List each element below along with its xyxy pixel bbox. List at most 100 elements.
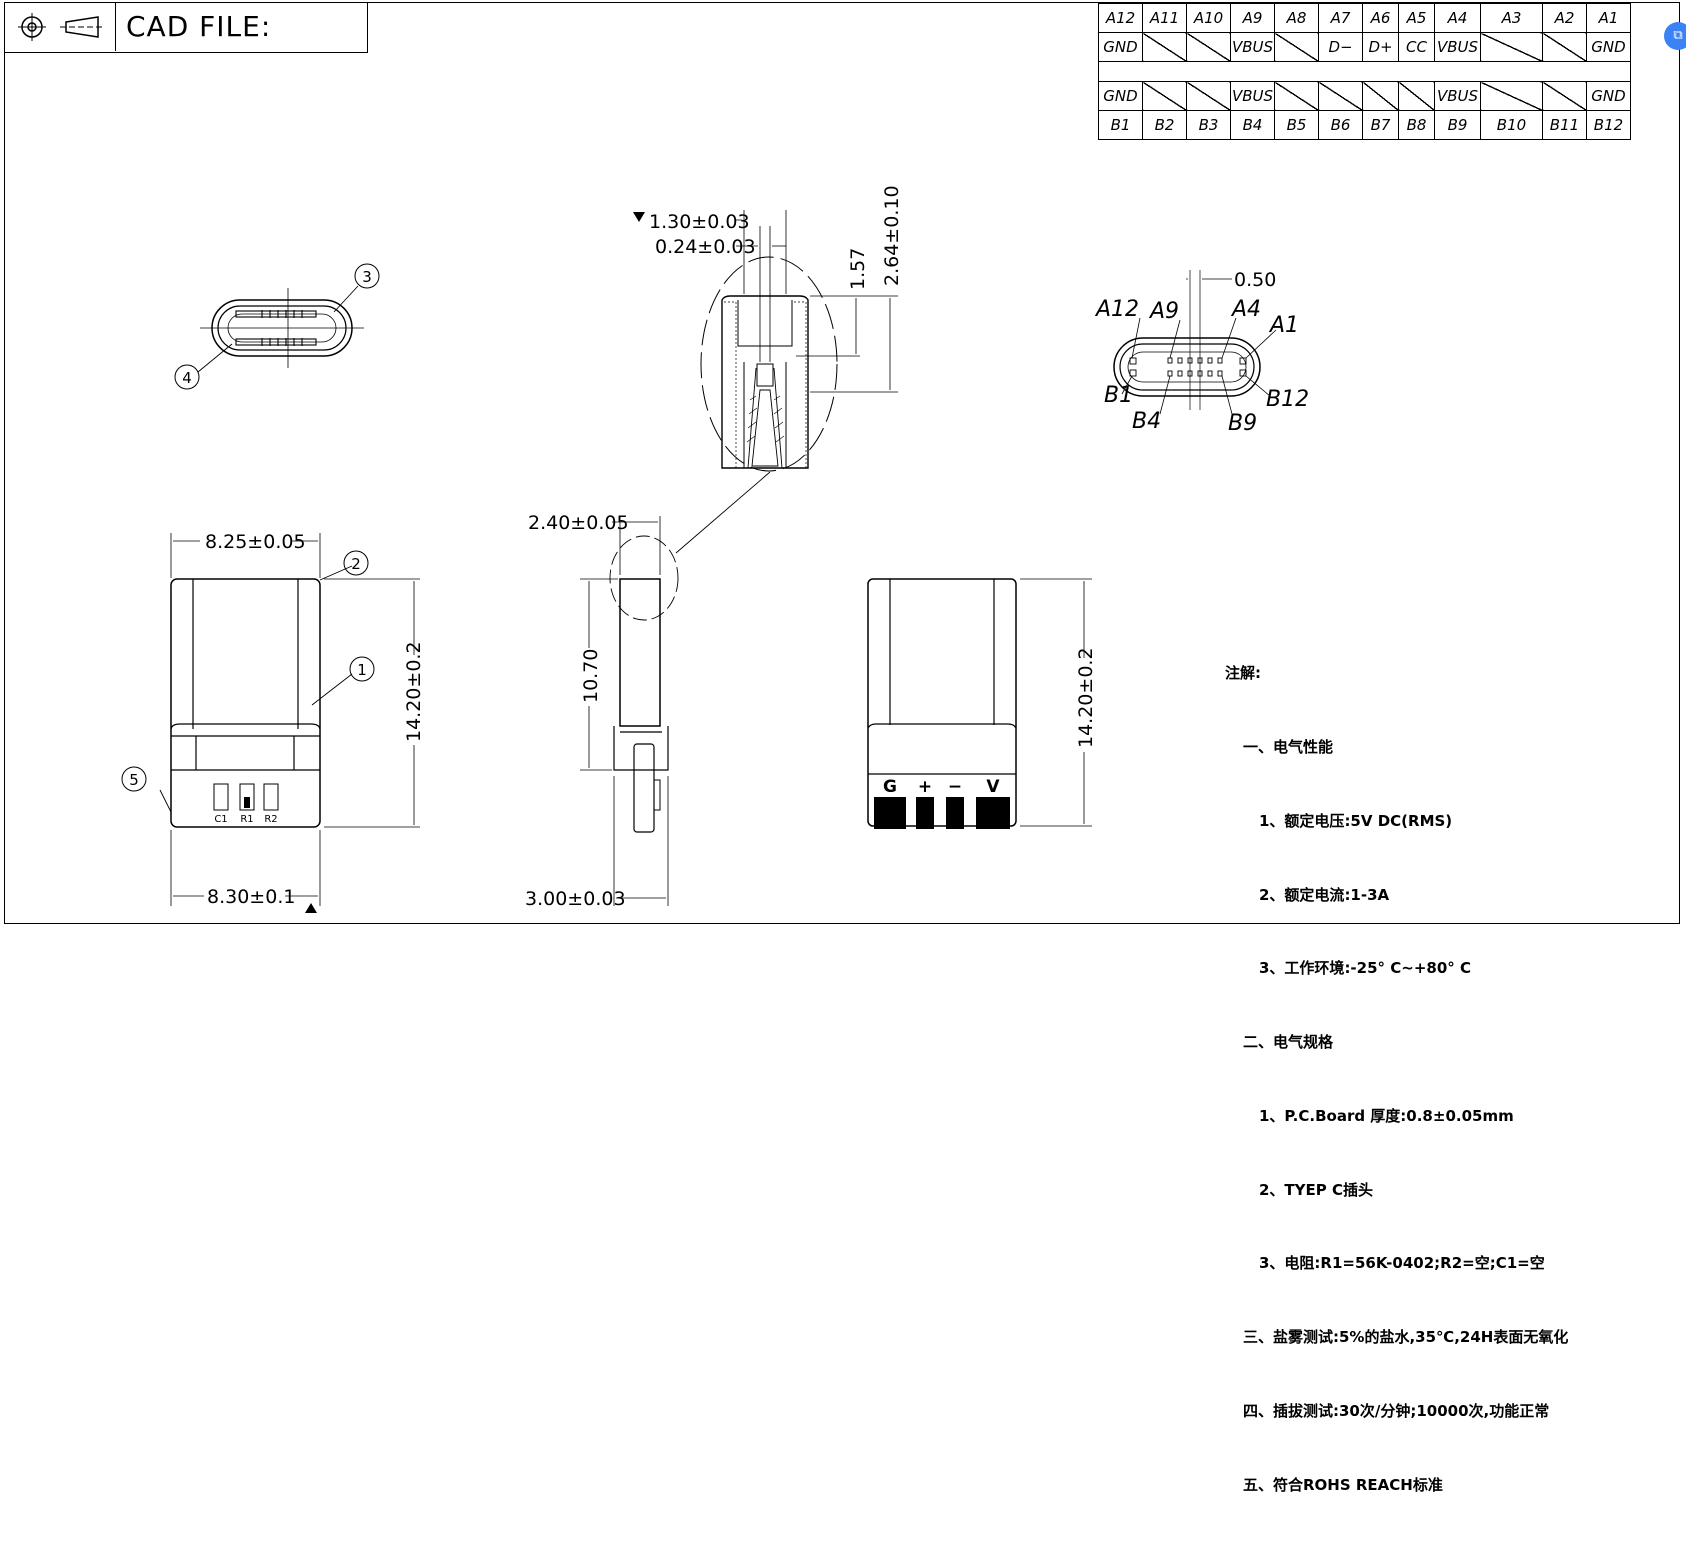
notes-section-1: 一、电气性能	[1243, 737, 1334, 756]
pad-label-v: V	[986, 777, 1000, 797]
drawing-border	[4, 2, 1680, 924]
dim-side-base: 3.00±0.03	[525, 888, 626, 910]
pin-cell	[1542, 81, 1587, 111]
cad-header: CAD FILE:	[4, 2, 368, 53]
notes-section-4: 四、插拔测试:30次/分钟;10000次,功能正常	[1243, 1402, 1550, 1420]
dim-detail-total: 2.64±0.10	[881, 185, 903, 286]
pin-cell: A6	[1362, 3, 1399, 33]
pin-cell	[1318, 81, 1363, 111]
pin-cell: A3	[1480, 3, 1543, 33]
notes-block: 注解: 一、电气性能 1、额定电压:5V DC(RMS) 2、额定电流:1-3A…	[1225, 612, 1568, 1547]
pad-label-plus: +	[918, 777, 932, 797]
balloon-1: 1	[357, 661, 367, 679]
pin-cell: CC	[1398, 32, 1435, 62]
section-detail	[700, 256, 838, 472]
pin-cell	[1480, 81, 1543, 111]
pin-cell: B5	[1274, 110, 1319, 140]
notes-item-2-1: 1、P.C.Board 厚度:0.8±0.05mm	[1259, 1106, 1514, 1125]
pin-cell	[1274, 32, 1319, 62]
side-panel-toggle-icon[interactable]: ⧉	[1664, 22, 1686, 50]
pin-cell: B9	[1434, 110, 1481, 140]
pad-label-g: G	[883, 777, 897, 797]
notes-section-2: 二、电气规格	[1243, 1033, 1334, 1052]
pin-cell: B12	[1586, 110, 1631, 140]
dim-detail-width: 1.30±0.03	[649, 211, 750, 233]
notes-item-1-1: 1、额定电压:5V DC(RMS)	[1259, 811, 1453, 830]
pin-cell	[1142, 32, 1187, 62]
pin-cell: GND	[1586, 81, 1631, 111]
pin-cell: B8	[1398, 110, 1435, 140]
dim-detail-depth: 1.57	[847, 248, 869, 290]
dim-top-width: 8.25±0.05	[205, 531, 306, 553]
pin-cell	[1142, 81, 1187, 111]
back-dimensions	[1020, 578, 1092, 827]
detail-dimensions	[736, 210, 898, 393]
dim-back-height: 14.20±0.2	[1075, 647, 1097, 748]
balloon-5: 5	[129, 771, 139, 789]
notes-section-3: 三、盐雾测试:5%的盐水,35℃,24H表面无氧化	[1243, 1328, 1569, 1347]
pin-cell: A7	[1318, 3, 1363, 33]
pin-cell	[1398, 81, 1435, 111]
pin-cell: B10	[1480, 110, 1543, 140]
dim-pitch: 0.50	[1234, 269, 1276, 291]
plug-face-view	[197, 285, 364, 373]
pin-cell: B1	[1098, 110, 1143, 140]
socket-label-a1: A1	[1268, 313, 1299, 338]
side-view	[609, 471, 771, 833]
notes-item-2-2: 2、TYEP C插头	[1259, 1180, 1374, 1199]
projection-icon	[18, 13, 104, 41]
pin-cell	[1480, 32, 1543, 62]
pin-cell: GND	[1586, 32, 1631, 62]
socket-label-a9: A9	[1148, 299, 1179, 324]
pin-cell: VBUS	[1230, 32, 1275, 62]
section-marker-icon	[633, 212, 645, 222]
socket-label-b4: B4	[1132, 409, 1161, 434]
pcb-label-c1: C1	[214, 814, 227, 825]
pin-cell: VBUS	[1434, 81, 1481, 111]
pin-cell	[1362, 81, 1399, 111]
pad-label-minus: −	[948, 777, 962, 797]
dim-front-height: 14.20±0.2	[403, 641, 425, 742]
balloon-2: 2	[351, 555, 361, 573]
pin-cell: GND	[1098, 81, 1143, 111]
pin-cell: B6	[1318, 110, 1363, 140]
projection-symbol	[4, 2, 116, 51]
pcb-label-r1: R1	[240, 814, 253, 825]
pin-cell: B11	[1542, 110, 1587, 140]
dim-bottom-width: 8.30±0.1	[207, 886, 295, 908]
balloon-4: 4	[182, 369, 192, 387]
pin-cell: D−	[1318, 32, 1363, 62]
socket-label-b12: B12	[1266, 387, 1309, 412]
notes-title: 注解:	[1225, 664, 1261, 683]
pin-cell: B7	[1362, 110, 1399, 140]
pin-cell: A8	[1274, 3, 1319, 33]
socket-label-b1: B1	[1104, 383, 1133, 408]
pin-cell: B4	[1230, 110, 1275, 140]
notes-section-5: 五、符合ROHS REACH标准	[1243, 1475, 1443, 1494]
dim-side-body-height: 10.70	[580, 649, 602, 703]
pin-cell: A5	[1398, 3, 1435, 33]
socket-label-b9: B9	[1228, 411, 1257, 436]
pin-cell: A1	[1586, 3, 1631, 33]
balloons	[121, 263, 380, 792]
pin-cell	[1186, 32, 1231, 62]
cad-file-label: CAD FILE:	[126, 10, 272, 43]
pin-cell: B2	[1142, 110, 1187, 140]
notes-item-1-3: 3、工作环境:-25° C~+80° C	[1259, 959, 1472, 978]
dim-detail-pin: 0.24±0.03	[655, 236, 756, 258]
pcb-label-r2: R2	[264, 814, 277, 825]
back-view	[867, 578, 1017, 829]
balloon-3: 3	[362, 268, 372, 286]
front-view	[159, 565, 353, 828]
receptacle-face-view	[1113, 270, 1277, 415]
socket-label-a12: A12	[1094, 297, 1139, 322]
notes-item-2-3: 3、电阻:R1=56K-0402;R2=空;C1=空	[1259, 1254, 1545, 1273]
side-dimensions	[580, 516, 669, 906]
front-dimensions	[170, 533, 420, 906]
dim-side-thickness: 2.40±0.05	[528, 512, 629, 534]
datum-marker-icon	[305, 903, 317, 913]
